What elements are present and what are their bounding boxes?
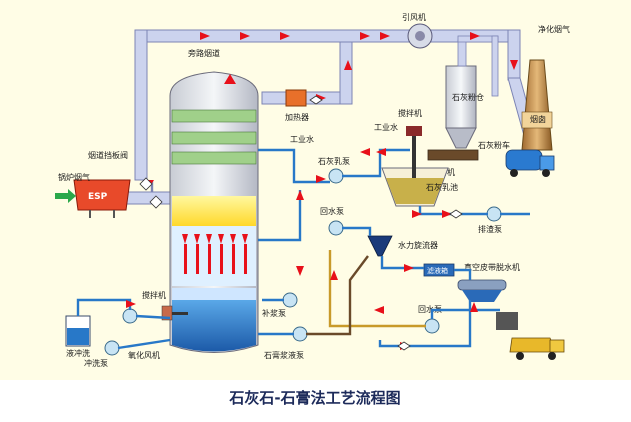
industrial-water-2-label: 工业水 [374,122,398,132]
esp-label: ESP [88,192,108,202]
lime-milk-tank [381,126,449,207]
induced-fan-label: 引风机 [402,12,426,22]
vacuum-filter-label: 真空皮带脱水机 [464,262,520,272]
thickener-label: 滤液箱 [427,266,448,275]
flush-pump-label: 冲洗泵 [84,358,108,368]
boiler-flue-gas-label: 锅炉烟气 [58,172,90,182]
clean-gas-label: 净化烟气 [538,24,570,34]
hydrocyclone-label: 水力旋流器 [398,240,438,250]
absorber-tower [169,71,259,353]
limestone-silo-label: 石灰粉仓 [452,92,484,102]
chimney-label: 烟囱 [530,114,546,124]
drain-pump-label: 排渣泵 [478,224,502,234]
tower-agitator [161,305,188,321]
flue-damper-label: 烟道挡板阀 [88,150,128,160]
flush-tank [65,315,91,347]
diagram-caption: 石灰石-石膏法工艺流程图 [228,389,400,407]
esp-unit [73,179,131,218]
industrial-water-1-label: 工业水 [290,134,314,144]
gypsum-truck [509,337,565,360]
valves [139,95,463,351]
flush-tank-label: 液冲洗 [66,348,90,358]
limestone-truck-label: 石灰粉车 [478,140,510,150]
heater [285,89,307,107]
milk-tank-label: 石灰乳池 [426,182,458,192]
agitator-1-label: 搅拌机 [398,108,422,118]
gypsum-hopper [496,312,518,330]
induced-fan [407,23,433,49]
gypsum-pump-label: 石膏浆液泵 [264,350,304,360]
chimney [521,59,553,151]
makeup-pump-label: 补浆泵 [262,308,286,318]
limestone-truck [505,149,555,177]
vacuum-belt-filter [457,279,507,302]
agitator-2-label: 搅拌机 [142,290,166,300]
oxidation-fan-label: 氧化风机 [128,350,160,360]
caption-strip [0,380,631,418]
return-pump-1-label: 回水泵 [320,206,344,216]
screw-feeder [427,149,479,161]
slurry-pump-label: 石灰乳泵 [318,156,350,166]
return-pump-2-label: 回水泵 [418,304,442,314]
gas-inlet-arrow [55,189,76,203]
heater-label: 加热器 [285,112,309,122]
spray-nozzles [182,234,248,274]
bypass-flue-label: 旁路烟道 [188,48,220,58]
